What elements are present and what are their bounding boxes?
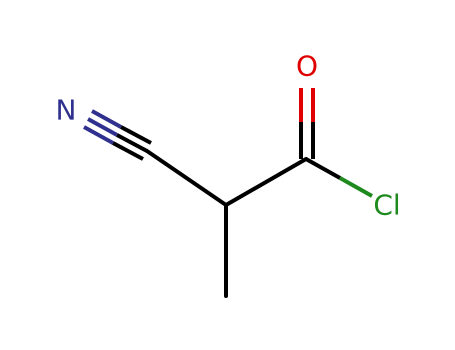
triple-bond-line-2-c-half (112, 141, 144, 161)
triple-bond-line-1-n-half (87, 117, 118, 137)
atom-label-oxygen: O (296, 50, 318, 83)
triple-bond-line-3-c-half (120, 125, 152, 145)
bond-cn-carbon-to-ch (145, 149, 228, 207)
c-cl-bond-c-half (305, 157, 341, 180)
triple-bond-line-1-c-half (116, 133, 148, 153)
c-cl-bond-cl-half (339, 176, 373, 198)
atom-label-chlorine: Cl (373, 189, 400, 222)
carbonyl-double-bond (299, 88, 315, 159)
triple-bond-line-3-n-half (91, 109, 122, 129)
triple-bond-line-2-n-half (83, 125, 114, 145)
bond-ch-to-carbonyl-carbon (224, 157, 308, 207)
atom-label-nitrogen: N (56, 94, 77, 127)
acyl-chloride-bond (305, 157, 373, 198)
nitrile-triple-bond (83, 109, 152, 161)
skeleton-bonds (145, 149, 308, 298)
